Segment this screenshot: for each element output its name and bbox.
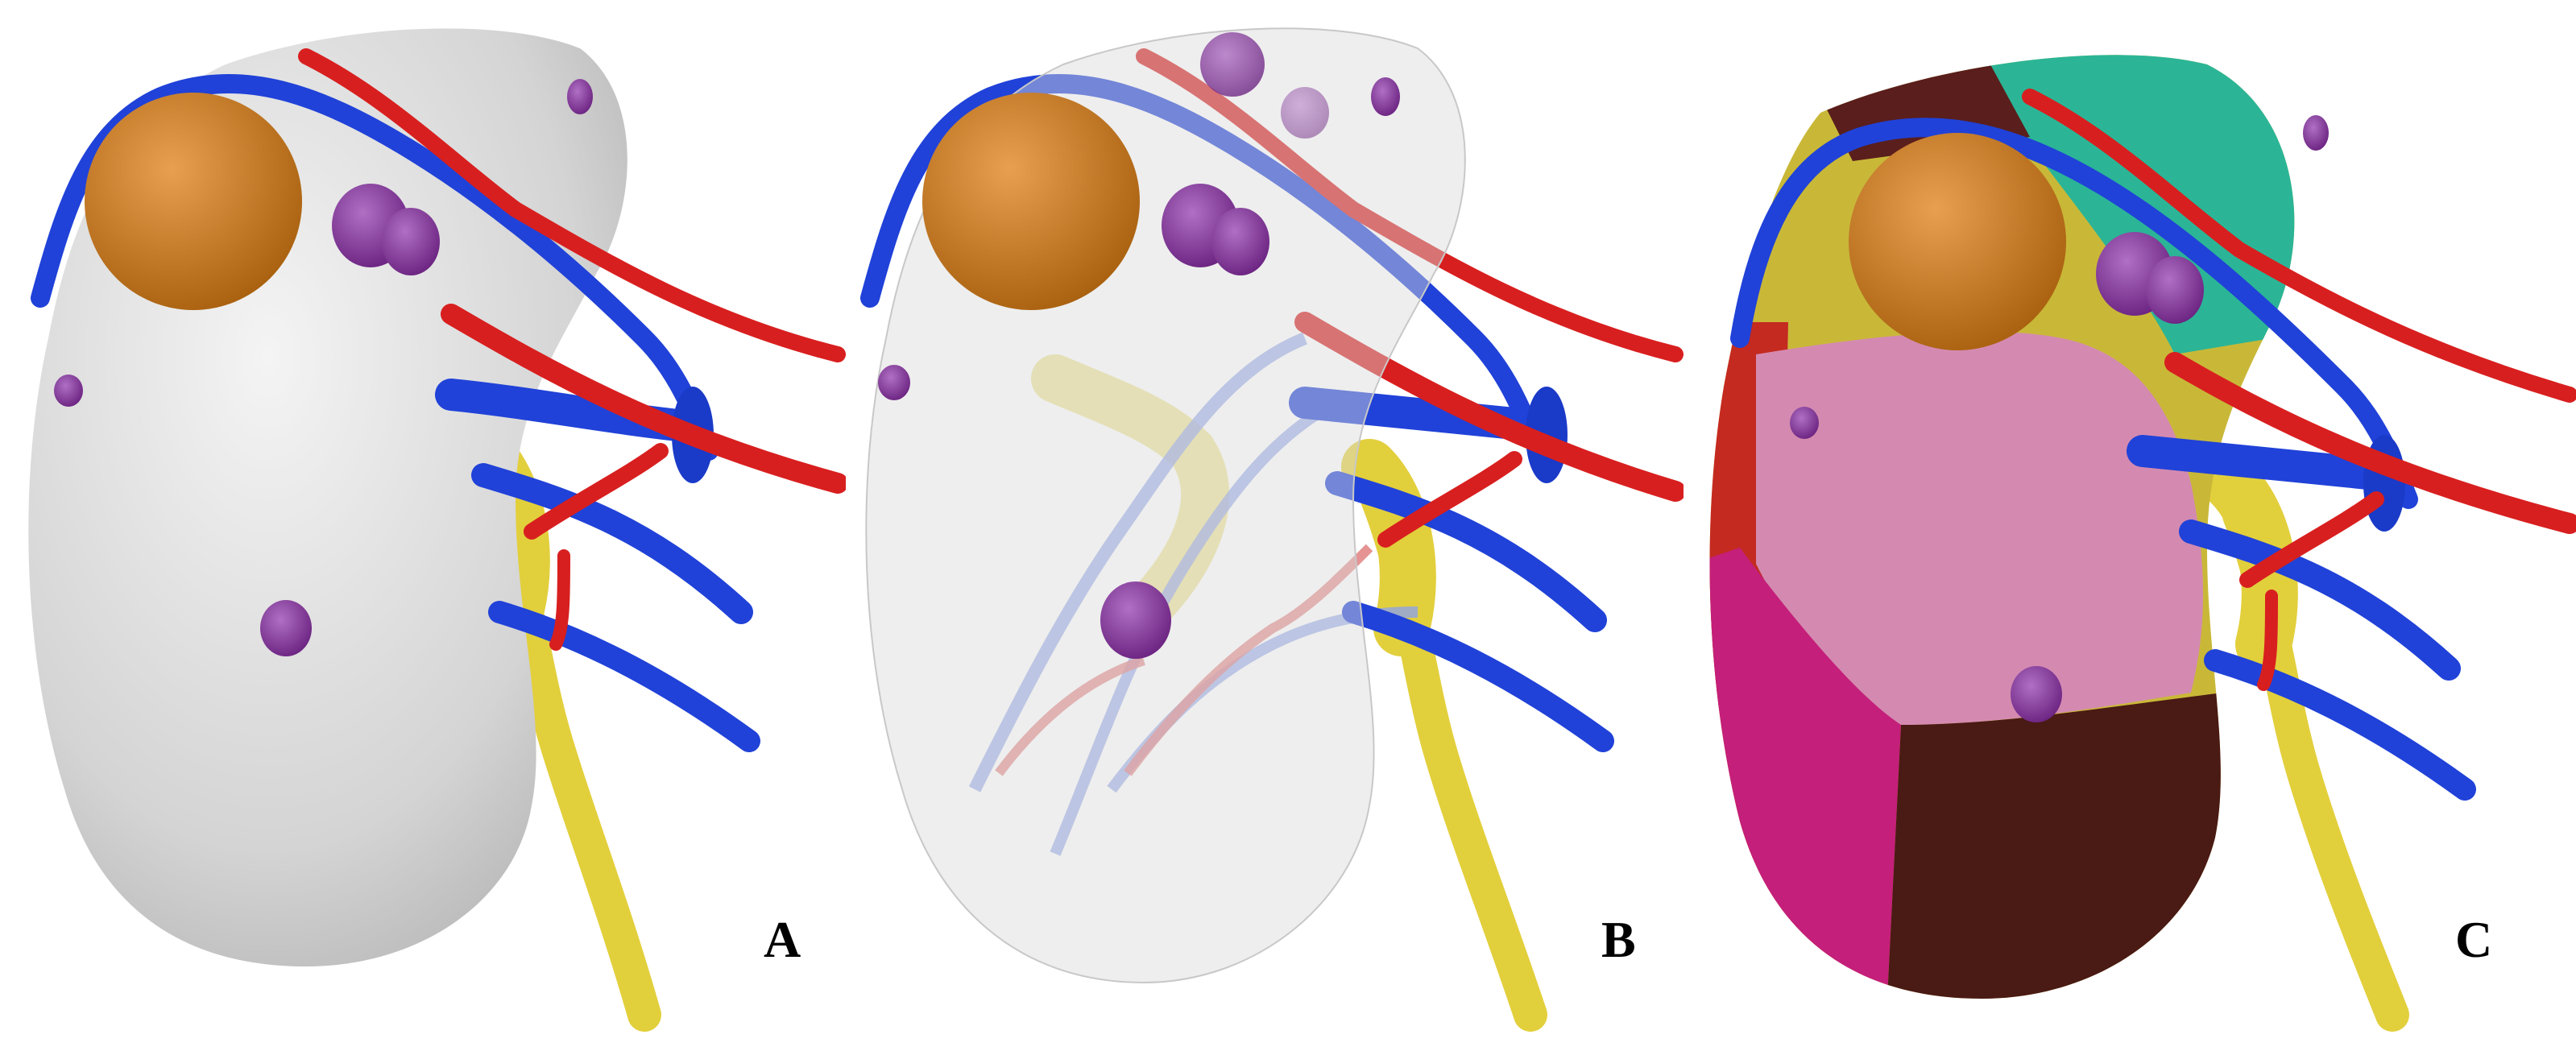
artery xyxy=(524,443,669,540)
artery xyxy=(1377,451,1522,548)
vein xyxy=(2127,435,2400,491)
internal-vein xyxy=(968,332,1307,792)
artery xyxy=(2239,491,2384,588)
lymph-node xyxy=(878,365,910,400)
tumor xyxy=(1849,133,2066,350)
panel-label-c: C xyxy=(2455,911,2493,968)
tumor xyxy=(85,93,302,310)
panel-label-a: A xyxy=(764,911,801,968)
internal-artery xyxy=(1124,544,1373,776)
lymph-node xyxy=(1100,581,1171,659)
vein xyxy=(488,601,760,752)
vein xyxy=(2179,519,2461,681)
lymph-node xyxy=(260,600,312,656)
internal-vein xyxy=(1050,397,1340,856)
lymph-node xyxy=(1790,407,1819,439)
artery xyxy=(2164,352,2576,534)
lymph-node xyxy=(2011,666,2062,722)
lymph-node xyxy=(567,79,593,114)
artery xyxy=(1136,48,1684,362)
internal-artery xyxy=(995,656,1145,776)
panel-a: A xyxy=(0,0,846,1047)
vein xyxy=(471,463,753,624)
lymph-node xyxy=(382,208,440,275)
lymph-node xyxy=(1200,32,1265,97)
tumor xyxy=(922,93,1140,310)
panel-a-render xyxy=(28,28,846,1032)
vein xyxy=(860,73,1548,461)
segment-dark xyxy=(1885,693,2255,999)
lymph-node xyxy=(1281,87,1329,139)
vein xyxy=(1342,601,1614,752)
panel-c: C xyxy=(1692,0,2576,1047)
lymph-node xyxy=(1211,208,1269,275)
vein xyxy=(1325,471,1607,632)
lymph-node xyxy=(1371,77,1400,116)
artery xyxy=(298,48,846,362)
lymph-node xyxy=(2303,115,2329,151)
panel-c-render xyxy=(1709,55,2576,1032)
artery xyxy=(1294,312,1684,502)
artery xyxy=(441,304,846,494)
vein xyxy=(1730,118,2418,509)
artery xyxy=(2022,89,2576,403)
panel-b-render xyxy=(860,27,1684,1032)
artery xyxy=(2257,590,2278,691)
panel-b: B xyxy=(854,0,1684,1047)
segment-pink xyxy=(1756,331,2203,725)
panel-label-b: B xyxy=(1601,911,1636,968)
lymph-node xyxy=(2146,256,2204,324)
artery xyxy=(549,549,570,651)
lymph-node xyxy=(54,375,83,407)
vein xyxy=(2204,649,2476,801)
